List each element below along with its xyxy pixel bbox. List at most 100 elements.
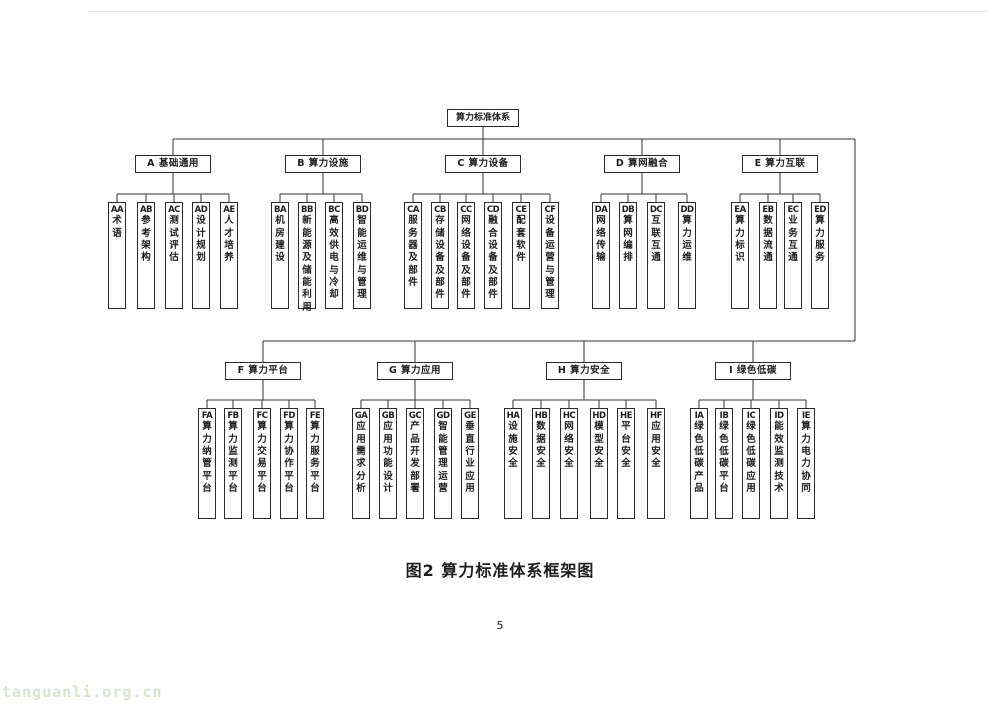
node-code: HC	[562, 411, 576, 421]
node-code: DA	[594, 205, 608, 215]
group-header-A: A 基础通用	[135, 155, 211, 173]
page-number: 5	[496, 619, 504, 632]
node-code: CE	[515, 205, 527, 215]
group-header-H: H 算力安全	[546, 362, 622, 380]
node-label: 算力服务平台	[310, 421, 320, 494]
group-header-I: I 绿色低碳	[715, 362, 791, 380]
node-label: 算力电力协同	[801, 421, 811, 494]
group-header-G: G 算力应用	[377, 362, 453, 380]
row1-group-connectors	[116, 172, 821, 202]
node-code: IE	[802, 411, 810, 421]
node-label: 测试评估	[169, 215, 179, 264]
node-label: 数据流通	[763, 215, 773, 264]
node-label: 网络设备及部件	[461, 215, 471, 301]
node-label: 术语	[112, 215, 122, 239]
node-label: 互联互通	[651, 215, 661, 264]
node-label: 融合设备及部件	[488, 215, 498, 301]
node-code: IC	[746, 411, 756, 421]
group-header-E: E 算力互联	[742, 155, 818, 173]
node-label: 设施安全	[508, 421, 518, 470]
node-label: 算力交易平台	[257, 421, 267, 494]
node-label: 服务器及部件	[408, 215, 418, 288]
node-label: 应用安全	[651, 421, 661, 470]
node-code: GC	[408, 411, 422, 421]
node-code: FB	[227, 411, 239, 421]
node-label: 网络传输	[596, 215, 606, 264]
node-code: GD	[436, 411, 450, 421]
node-label: 算力协作平台	[284, 421, 294, 494]
node-label: 存储设备及部件	[435, 215, 445, 301]
node-label: 算力纳管平台	[202, 421, 212, 494]
node-code: EB	[762, 205, 774, 215]
node-label: 平台安全	[621, 421, 631, 470]
node-label: 算网编排	[623, 215, 633, 264]
node-code: HA	[506, 411, 520, 421]
node-code: HE	[620, 411, 632, 421]
node-label: 算力监测平台	[228, 421, 238, 494]
watermark-text: tanguanli.org.cn	[2, 683, 163, 701]
group-header-D: D 算网融合	[604, 155, 680, 173]
node-label: 应用需求分析	[356, 421, 366, 494]
group-header-B: B 算力设施	[285, 155, 361, 173]
figure-caption: 图2 算力标准体系框架图	[405, 561, 595, 580]
node-label: 参考架构	[141, 215, 151, 264]
node-label: 产品开发部署	[410, 421, 420, 494]
node-label: 配套软件	[516, 215, 526, 264]
node-code: AE	[223, 205, 235, 215]
node-code: EC	[787, 205, 799, 215]
node-label: 智能管理运营	[438, 421, 448, 494]
node-label: 业务互通	[788, 215, 798, 264]
node-label: 数据安全	[536, 421, 546, 470]
group-header-C: C 算力设备	[445, 155, 521, 173]
node-code: CC	[460, 205, 472, 215]
node-code: DC	[649, 205, 663, 215]
node-code: HB	[534, 411, 548, 421]
node-code: BC	[328, 205, 340, 215]
node-label: 设计规划	[196, 215, 206, 264]
node-code: BA	[273, 205, 287, 215]
node-code: CF	[544, 205, 556, 215]
node-code: BB	[301, 205, 313, 215]
node-label: 设备运营与管理	[545, 215, 555, 301]
node-label: 算力运维	[682, 215, 692, 264]
node-label: 算力服务	[815, 215, 825, 264]
node-label: 应用功能设计	[383, 421, 393, 494]
node-label: 人才培养	[224, 215, 234, 264]
scan-edge-line	[88, 11, 988, 12]
node-code: IA	[694, 411, 704, 421]
node-code: FD	[283, 411, 295, 421]
node-code: FE	[309, 411, 321, 421]
node-code: DD	[680, 205, 694, 215]
node-label: 模型安全	[594, 421, 604, 470]
